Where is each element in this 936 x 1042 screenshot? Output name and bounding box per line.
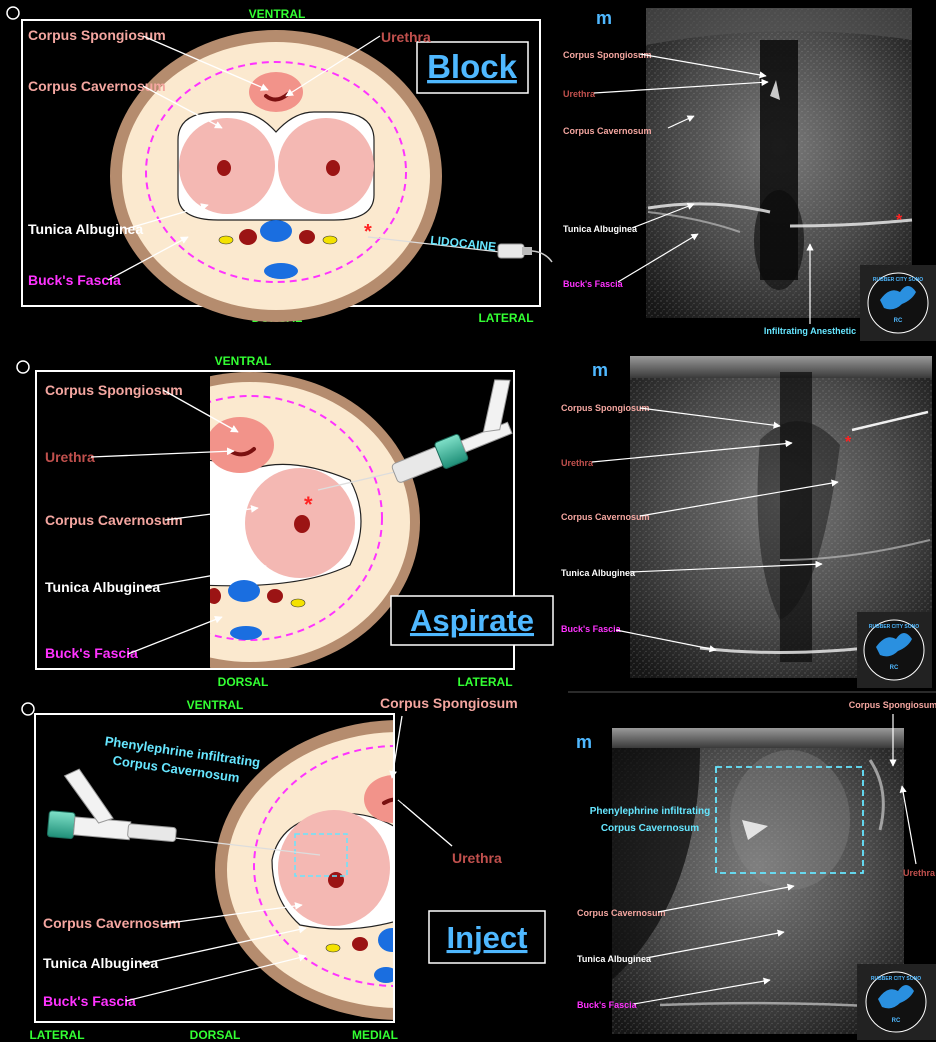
- orient-bottom: DORSAL: [218, 675, 269, 689]
- marker-circle-icon: [16, 360, 30, 374]
- us-label-urethra: Urethra: [903, 868, 936, 878]
- step-title: Inject: [447, 920, 528, 955]
- orient-right: LATERAL: [478, 311, 533, 325]
- injection-site-asterisk: *: [304, 492, 313, 517]
- us-label-cavernosum: Corpus Cavernosum: [561, 512, 650, 522]
- logo-sub: RC: [890, 665, 899, 671]
- logo-sub: RC: [894, 318, 903, 324]
- dorsal-artery-right: [299, 230, 315, 244]
- orient-right: MEDIAL: [352, 1028, 398, 1042]
- penis-cross-section-half: *: [210, 372, 420, 668]
- probe-marker: m: [576, 732, 592, 752]
- orient-right: LATERAL: [457, 675, 512, 689]
- panel-inject: VENTRAL DORSAL LATERAL MEDIAL: [21, 695, 546, 1042]
- dorsal-vein: [260, 220, 292, 242]
- us-label-cavernosum: Corpus Cavernosum: [563, 126, 652, 136]
- bucks-fascia-line: [145, 61, 407, 283]
- orient-left: LATERAL: [29, 1028, 84, 1042]
- us-label-bucks: Buck's Fascia: [577, 1000, 638, 1010]
- panel-block: VENTRAL DORSAL LATERAL *: [6, 6, 553, 325]
- us-asterisk: *: [896, 212, 903, 229]
- corpus-spongiosum: [249, 72, 303, 112]
- lidocaine-needle: LIDOCAINE: [367, 233, 553, 263]
- us-label-spongiosum: Corpus Spongiosum: [563, 50, 652, 60]
- marker-circle-icon: [6, 6, 20, 20]
- label-bucks: Buck's Fascia: [45, 645, 138, 661]
- injection-site-asterisk: *: [364, 221, 372, 243]
- us-label-cavernosum: Corpus Cavernosum: [577, 908, 666, 918]
- label-tunica: Tunica Albuginea: [28, 221, 143, 237]
- label-cavernosum: Corpus Cavernosum: [43, 915, 181, 931]
- injection-syringe: [46, 768, 321, 856]
- label-bucks: Buck's Fascia: [28, 272, 121, 288]
- ultrasound-inject: m Corpus Spongiosum Urethra Phenylephrin…: [576, 700, 936, 1040]
- us-label-tunica: Tunica Albuginea: [563, 224, 638, 234]
- cavernosal-artery-right: [326, 160, 340, 176]
- step-title: Block: [427, 48, 518, 85]
- cavernosal-artery-left: [217, 160, 231, 176]
- dorsal-artery-left: [239, 229, 257, 245]
- step-box: [416, 41, 529, 94]
- label-urethra: Urethra: [381, 29, 431, 45]
- label-spongiosum: Corpus Spongiosum: [28, 27, 166, 43]
- rubber-city-sono-logo: RUBBER CITY SONO RC: [857, 612, 932, 688]
- label-spongiosum: Corpus Spongiosum: [45, 382, 183, 398]
- dorsal-nerve-left: [218, 235, 234, 245]
- ultrasound-block: m * Corpus Spongiosum Urethra Corpus Cav…: [563, 8, 936, 341]
- label-cavernosum: Corpus Cavernosum: [28, 78, 166, 94]
- us-drug-line1: Phenylephrine infiltrating: [590, 806, 711, 817]
- probe-marker: m: [592, 360, 608, 380]
- rubber-city-sono-logo: RC RUBBER CITY SONO: [860, 265, 936, 341]
- corpus-cavernosum-right: [278, 118, 374, 214]
- marker-circle-icon: [21, 702, 35, 716]
- us-label-tunica: Tunica Albuginea: [577, 954, 652, 964]
- orient-top: VENTRAL: [249, 7, 306, 21]
- label-tunica: Tunica Albuginea: [45, 579, 160, 595]
- label-tunica: Tunica Albuginea: [43, 955, 158, 971]
- label-bucks: Buck's Fascia: [43, 993, 136, 1009]
- ultrasound-aspirate: m * Corpus Spongiosum Urethra Corpus Cav…: [561, 356, 932, 688]
- panel-aspirate: VENTRAL DORSAL LATERAL *: [16, 354, 554, 689]
- probe-marker: m: [596, 8, 612, 28]
- rubber-city-sono-logo: RUBBER CITY SONO RC: [857, 964, 936, 1040]
- us-label-anesthetic: Infiltrating Anesthetic: [764, 326, 856, 336]
- us-label-spongiosum: Corpus Spongiosum: [849, 700, 936, 710]
- logo-arc: RUBBER CITY SONO: [871, 976, 921, 982]
- us-label-bucks: Buck's Fascia: [563, 279, 624, 289]
- label-urethra: Urethra: [452, 850, 502, 866]
- label-spongiosum: Corpus Spongiosum: [380, 695, 518, 711]
- penis-cross-section-half: [215, 720, 393, 1020]
- us-label-tunica: Tunica Albuginea: [561, 568, 636, 578]
- orient-bottom: DORSAL: [190, 1028, 241, 1042]
- orient-top: VENTRAL: [215, 354, 272, 368]
- dorsal-nerve-right: [322, 235, 338, 245]
- label-urethra: Urethra: [45, 449, 95, 465]
- logo-arc: RUBBER CITY SONO: [869, 624, 919, 630]
- penis-cross-section: *: [110, 30, 442, 322]
- us-asterisk: *: [845, 434, 852, 451]
- us-drug-line2: Corpus Cavernosum: [601, 823, 699, 834]
- us-label-bucks: Buck's Fascia: [561, 624, 622, 634]
- orient-top: VENTRAL: [187, 698, 244, 712]
- us-label-spongiosum: Corpus Spongiosum: [561, 403, 650, 413]
- logo-arc: RUBBER CITY SONO: [873, 277, 923, 283]
- us-label-urethra: Urethra: [561, 458, 594, 468]
- logo-sub: RC: [892, 1018, 901, 1024]
- aspiration-syringe: [317, 379, 513, 491]
- us-label-urethra: Urethra: [563, 89, 596, 99]
- drug-label: LIDOCAINE: [430, 233, 497, 254]
- step-title: Aspirate: [410, 603, 534, 638]
- label-cavernosum: Corpus Cavernosum: [45, 512, 183, 528]
- superficial-vein: [264, 263, 298, 279]
